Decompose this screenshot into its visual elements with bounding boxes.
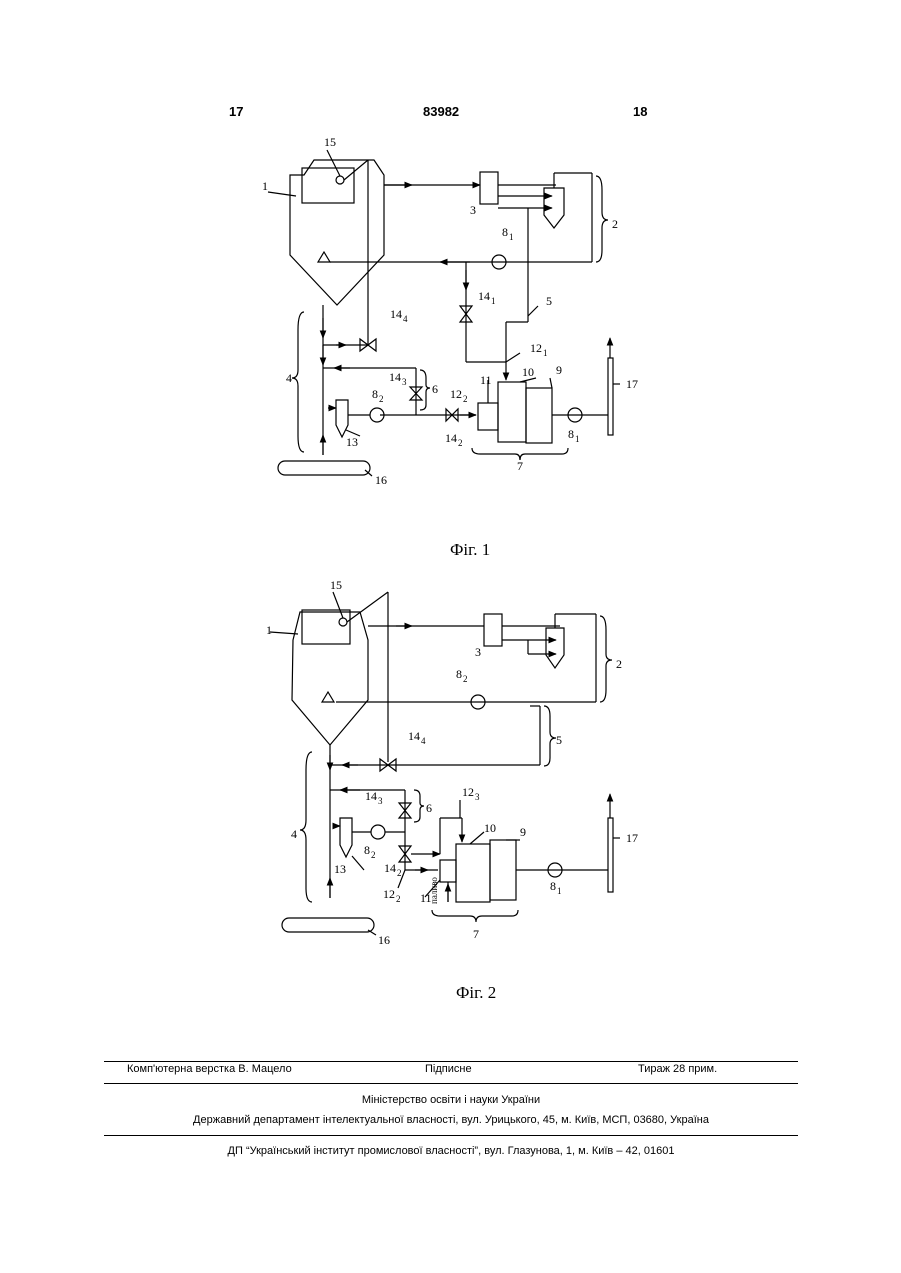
unit-9 <box>526 388 552 443</box>
svg-text:8: 8 <box>550 879 556 893</box>
svg-text:3: 3 <box>402 377 407 387</box>
svg-text:13: 13 <box>346 435 358 449</box>
separator-13 <box>336 400 348 437</box>
svg-text:13: 13 <box>334 862 346 876</box>
figure-2-diagram <box>270 592 620 935</box>
svg-text:7: 7 <box>473 927 479 941</box>
unit-3 <box>480 172 498 204</box>
svg-text:3: 3 <box>470 203 476 217</box>
svg-text:7: 7 <box>517 459 523 473</box>
svg-text:1: 1 <box>266 623 272 637</box>
svg-text:2: 2 <box>463 394 468 404</box>
svg-text:8: 8 <box>456 667 462 681</box>
svg-text:2: 2 <box>397 868 402 878</box>
fuel-label: паливо <box>429 877 439 904</box>
svg-text:8: 8 <box>364 843 370 857</box>
figure-1-caption: Фіг. 1 <box>450 540 490 560</box>
svg-text:5: 5 <box>556 733 562 747</box>
svg-text:1: 1 <box>262 179 268 193</box>
svg-text:1: 1 <box>575 434 580 444</box>
footer-rule-middle <box>104 1083 798 1084</box>
svg-text:2: 2 <box>616 657 622 671</box>
footer-institute: ДП “Український інститут промислової вла… <box>104 1145 798 1157</box>
separator-13 <box>340 818 352 857</box>
footer-ministry: Міністерство освіти і науки України <box>104 1094 798 1106</box>
svg-text:2: 2 <box>612 217 618 231</box>
svg-text:10: 10 <box>522 365 534 379</box>
svg-text:1: 1 <box>491 296 496 306</box>
pump-8-3 <box>371 825 385 839</box>
figure-1-labels: 1 2 3 4 5 6 7 81 82 81 9 10 11 121 122 1… <box>262 135 638 487</box>
svg-text:4: 4 <box>286 371 292 385</box>
svg-text:1: 1 <box>509 232 514 242</box>
svg-text:12: 12 <box>450 387 462 401</box>
svg-text:6: 6 <box>426 801 432 815</box>
svg-text:15: 15 <box>324 135 336 149</box>
footer-circulation: Тираж 28 прим. <box>638 1063 717 1075</box>
nozzle-15 <box>339 618 347 626</box>
svg-text:4: 4 <box>421 736 426 746</box>
svg-text:1: 1 <box>543 348 548 358</box>
footer-rule-bottom <box>104 1135 798 1136</box>
unit-11 <box>440 860 456 882</box>
footer-department: Державний департамент інтелектуальної вл… <box>104 1114 798 1126</box>
svg-text:14: 14 <box>365 789 377 803</box>
svg-text:11: 11 <box>480 373 492 387</box>
svg-text:2: 2 <box>396 894 401 904</box>
svg-text:14: 14 <box>390 307 402 321</box>
svg-text:4: 4 <box>291 827 297 841</box>
svg-text:16: 16 <box>375 473 387 487</box>
stack-17 <box>608 358 613 435</box>
svg-text:9: 9 <box>520 825 526 839</box>
nozzle-15 <box>336 176 344 184</box>
figure-2-labels: 1 2 3 4 5 6 7 82 82 81 9 10 11 123 122 1… <box>266 578 638 947</box>
figure-2-caption: Фіг. 2 <box>456 983 496 1003</box>
svg-text:8: 8 <box>502 225 508 239</box>
svg-text:10: 10 <box>484 821 496 835</box>
svg-text:2: 2 <box>371 850 376 860</box>
unit-3 <box>484 614 502 646</box>
svg-text:16: 16 <box>378 933 390 947</box>
svg-text:14: 14 <box>445 431 457 445</box>
svg-text:6: 6 <box>432 382 438 396</box>
svg-text:12: 12 <box>383 887 395 901</box>
cyclone-2 <box>546 628 564 668</box>
svg-text:3: 3 <box>475 645 481 659</box>
svg-text:1: 1 <box>557 886 562 896</box>
footer-signed: Підписне <box>425 1063 472 1075</box>
svg-text:8: 8 <box>568 427 574 441</box>
svg-text:17: 17 <box>626 831 638 845</box>
svg-text:12: 12 <box>462 785 474 799</box>
svg-text:14: 14 <box>389 370 401 384</box>
svg-text:4: 4 <box>403 314 408 324</box>
conveyor-16 <box>278 461 370 475</box>
svg-text:14: 14 <box>408 729 420 743</box>
unit-10 <box>456 844 490 902</box>
svg-text:3: 3 <box>475 792 480 802</box>
svg-text:14: 14 <box>384 861 396 875</box>
chamber-15 <box>302 168 354 203</box>
conveyor-16 <box>282 918 374 932</box>
unit-11 <box>478 403 498 430</box>
svg-text:2: 2 <box>379 394 384 404</box>
svg-text:9: 9 <box>556 363 562 377</box>
dryer-vessel-1 <box>292 612 368 745</box>
svg-text:14: 14 <box>478 289 490 303</box>
footer-layout-credit: Комп'ютерна верстка В. Мацело <box>127 1063 292 1075</box>
svg-text:12: 12 <box>530 341 542 355</box>
stack-17 <box>608 818 613 892</box>
svg-text:5: 5 <box>546 294 552 308</box>
unit-9 <box>490 840 516 900</box>
footer-rule-top <box>104 1061 798 1062</box>
svg-text:8: 8 <box>372 387 378 401</box>
svg-text:2: 2 <box>458 438 463 448</box>
svg-text:3: 3 <box>378 796 383 806</box>
svg-text:2: 2 <box>463 674 468 684</box>
svg-text:17: 17 <box>626 377 638 391</box>
svg-text:15: 15 <box>330 578 342 592</box>
chamber-15 <box>302 610 350 644</box>
unit-10 <box>498 382 526 442</box>
